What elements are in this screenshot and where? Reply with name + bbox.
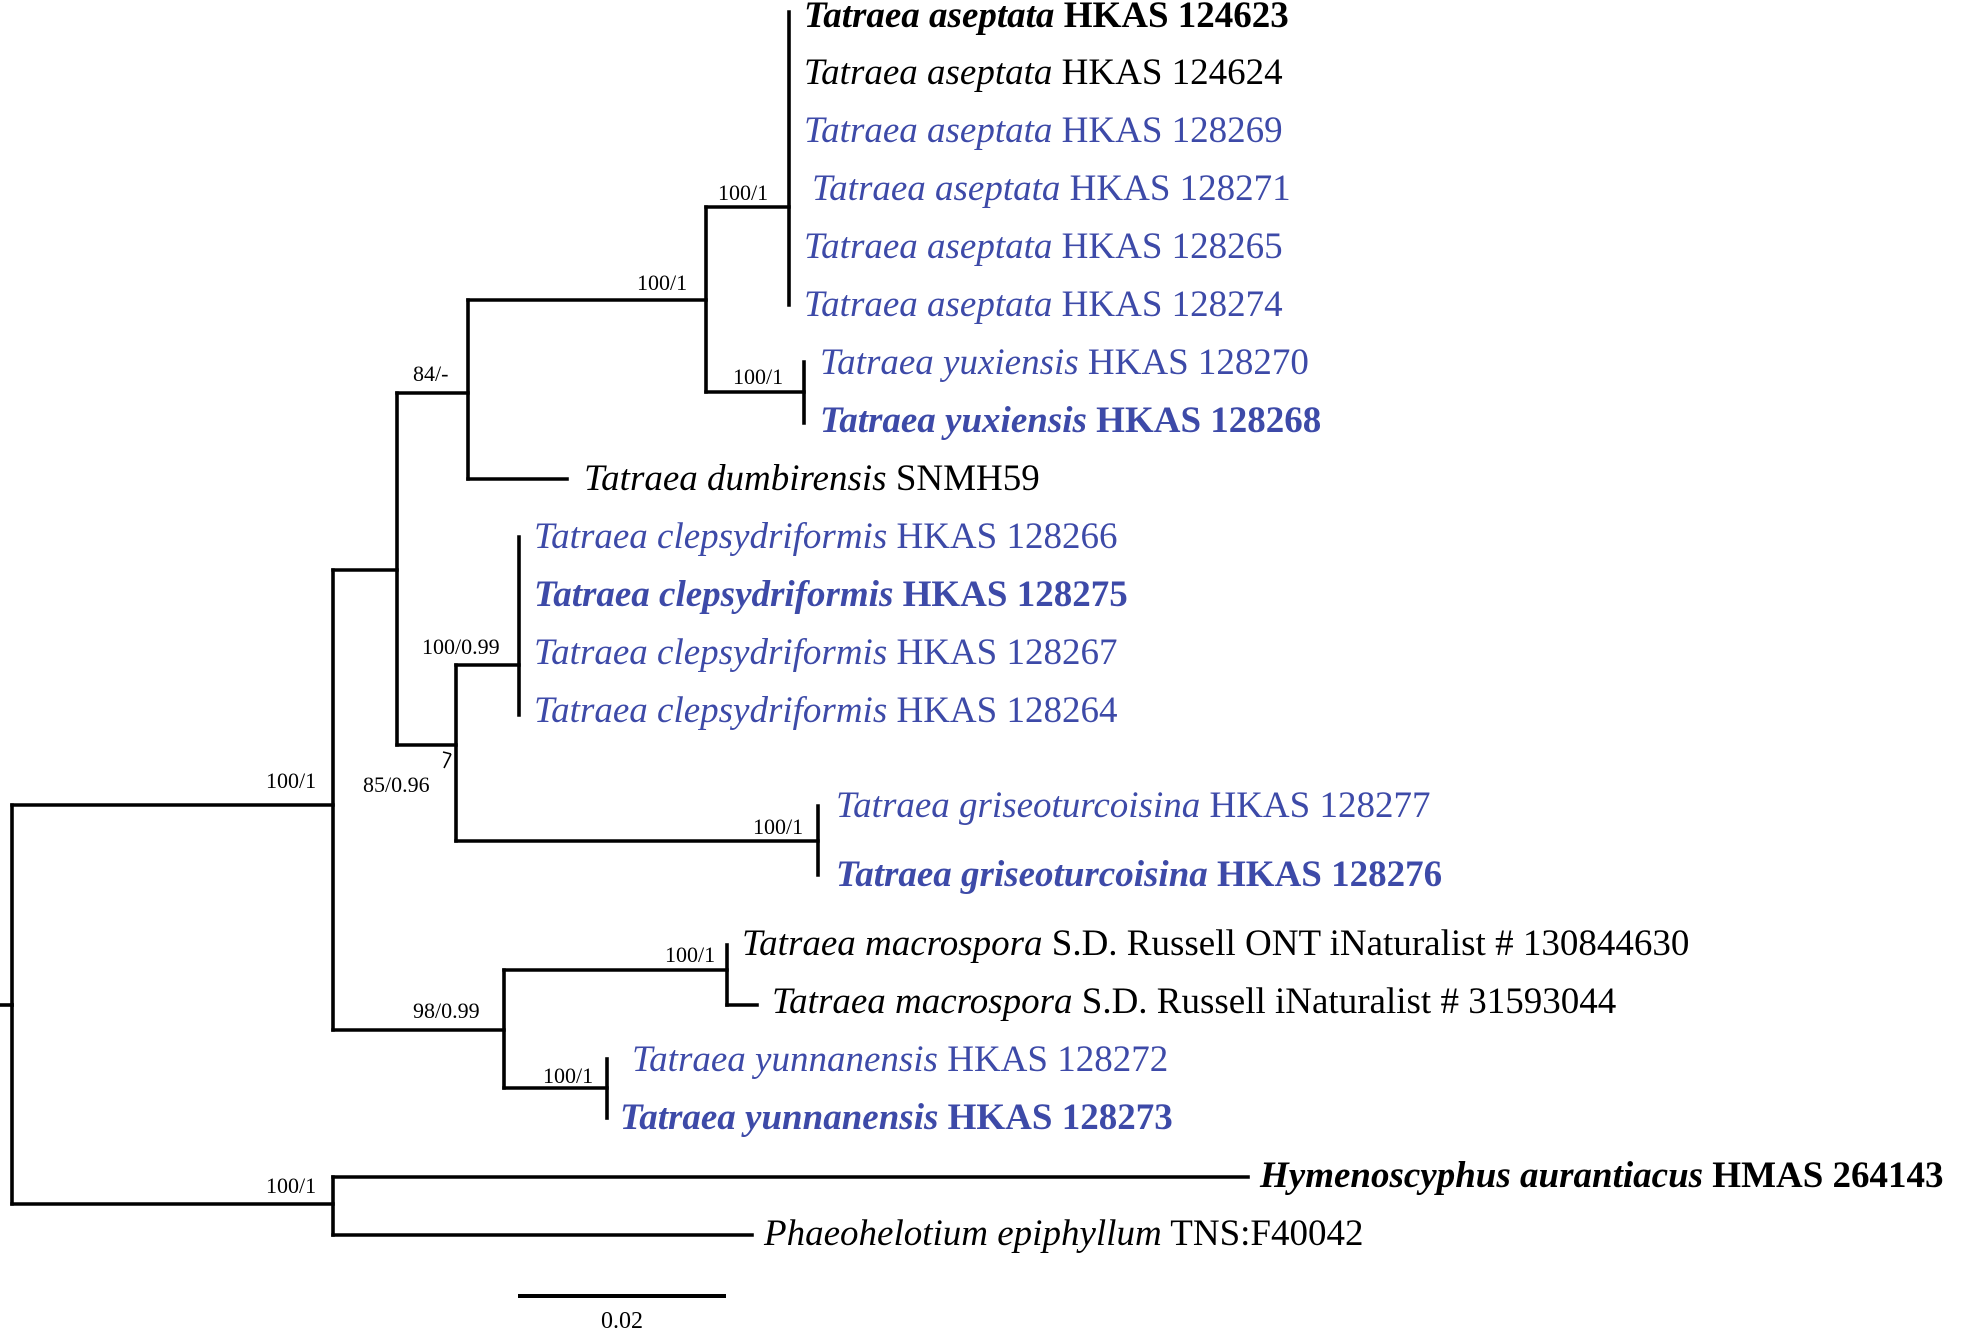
taxon-binomial: Phaeohelotium epiphyllum [763, 1213, 1162, 1254]
taxon-voucher: HKAS 128265 [1052, 226, 1282, 267]
support-value: 85/0.96 [363, 772, 430, 797]
scale-bar-label: 0.02 [601, 1308, 643, 1332]
taxon-voucher: HKAS 128269 [1052, 110, 1282, 151]
support-value: 84/- [413, 361, 448, 386]
support-value: 98/0.99 [413, 998, 480, 1023]
taxon-voucher: HKAS 128272 [938, 1039, 1168, 1080]
taxon-label: Tatraea dumbirensis SNMH59 [584, 458, 1040, 499]
taxon-voucher: HKAS 128274 [1052, 284, 1282, 325]
support-value: 100/1 [718, 180, 768, 205]
support-value: 100/1 [266, 768, 316, 793]
taxon-label: Tatraea yuxiensis HKAS 128270 [820, 342, 1309, 383]
taxon-binomial: Tatraea griseoturcoisina [836, 854, 1208, 895]
taxon-label: Tatraea clepsydriformis HKAS 128266 [534, 516, 1117, 557]
taxon-label: Tatraea clepsydriformis HKAS 128275 [534, 574, 1128, 615]
taxon-label: Hymenoscyphus aurantiacus HMAS 264143 [1259, 1155, 1944, 1196]
taxon-label: Tatraea aseptata HKAS 128274 [804, 284, 1283, 325]
taxon-binomial: Tatraea clepsydriformis [534, 574, 893, 615]
taxon-binomial: Tatraea yunnanensis [632, 1039, 938, 1080]
taxon-voucher: HKAS 128266 [887, 516, 1117, 557]
taxon-binomial: Tatraea dumbirensis [584, 458, 887, 499]
taxon-binomial: Tatraea clepsydriformis [534, 516, 887, 557]
taxon-binomial: Tatraea yunnanensis [620, 1097, 938, 1138]
taxon-binomial: Tatraea aseptata [804, 110, 1052, 151]
support-values: 100/1 100/1 100/1 84/- 100/0.99 85/0.96 … [266, 180, 803, 1198]
support-pointer-arrow [442, 751, 452, 769]
taxon-voucher: S.D. Russell ONT iNaturalist # 130844630 [1043, 923, 1690, 964]
taxon-label: Tatraea aseptata HKAS 128269 [804, 110, 1283, 151]
support-value: 100/1 [733, 364, 783, 389]
tree-branches [0, 10, 1250, 1237]
taxon-label: Tatraea griseoturcoisina HKAS 128277 [836, 785, 1430, 826]
taxon-voucher: HKAS 124623 [1054, 0, 1288, 36]
taxon-label: Tatraea yuxiensis HKAS 128268 [820, 400, 1321, 441]
taxon-binomial: Tatraea aseptata [804, 226, 1052, 267]
taxon-binomial: Tatraea aseptata [804, 284, 1052, 325]
taxon-binomial: Tatraea clepsydriformis [534, 690, 887, 731]
taxon-binomial: Tatraea aseptata [804, 52, 1052, 93]
taxon-voucher: HMAS 264143 [1703, 1155, 1944, 1196]
support-value: 100/1 [637, 270, 687, 295]
taxon-binomial: Hymenoscyphus aurantiacus [1259, 1155, 1703, 1196]
taxon-voucher: HKAS 128276 [1208, 854, 1442, 895]
taxon-label: Tatraea aseptata HKAS 128271 [812, 168, 1291, 209]
taxon-label: Tatraea yunnanensis HKAS 128272 [632, 1039, 1168, 1080]
taxon-voucher: HKAS 128275 [893, 574, 1127, 615]
taxon-voucher: S.D. Russell iNaturalist # 31593044 [1073, 981, 1617, 1022]
taxon-voucher: HKAS 128270 [1079, 342, 1309, 383]
taxon-voucher: HKAS 128264 [887, 690, 1117, 731]
taxon-voucher: HKAS 128268 [1087, 400, 1321, 441]
taxon-binomial: Tatraea clepsydriformis [534, 632, 887, 673]
taxon-voucher: HKAS 124624 [1052, 52, 1282, 93]
taxon-voucher: HKAS 128267 [887, 632, 1117, 673]
taxon-label: Phaeohelotium epiphyllum TNS:F40042 [763, 1213, 1364, 1254]
taxon-label: Tatraea griseoturcoisina HKAS 128276 [836, 854, 1442, 895]
taxon-labels: Tatraea aseptata HKAS 124623 Tatraea ase… [534, 0, 1944, 1254]
taxon-binomial: Tatraea yuxiensis [820, 400, 1087, 441]
taxon-label: Tatraea yunnanensis HKAS 128273 [620, 1097, 1173, 1138]
taxon-voucher: HKAS 128277 [1200, 785, 1430, 826]
taxon-voucher: HKAS 128273 [938, 1097, 1172, 1138]
taxon-voucher: SNMH59 [887, 458, 1040, 499]
taxon-label: Tatraea macrospora S.D. Russell ONT iNat… [742, 923, 1689, 964]
support-value: 100/1 [266, 1173, 316, 1198]
taxon-label: Tatraea macrospora S.D. Russell iNatural… [772, 981, 1616, 1022]
taxon-binomial: Tatraea macrospora [742, 923, 1043, 964]
taxon-binomial: Tatraea griseoturcoisina [836, 785, 1200, 826]
taxon-binomial: Tatraea macrospora [772, 981, 1073, 1022]
taxon-label: Tatraea clepsydriformis HKAS 128267 [534, 632, 1117, 673]
taxon-voucher: TNS:F40042 [1162, 1213, 1364, 1254]
taxon-voucher: HKAS 128271 [1060, 168, 1290, 209]
scale-bar: 0.02 [518, 1294, 726, 1332]
support-value: 100/0.99 [422, 634, 500, 659]
taxon-binomial: Tatraea aseptata [812, 168, 1060, 209]
taxon-label: Tatraea aseptata HKAS 128265 [804, 226, 1283, 267]
taxon-label: Tatraea clepsydriformis HKAS 128264 [534, 690, 1117, 731]
taxon-label: Tatraea aseptata HKAS 124624 [804, 52, 1283, 93]
support-value: 100/1 [543, 1063, 593, 1088]
taxon-binomial: Tatraea aseptata [804, 0, 1054, 36]
taxon-binomial: Tatraea yuxiensis [820, 342, 1079, 383]
taxon-label: Tatraea aseptata HKAS 124623 [804, 0, 1289, 36]
support-value: 100/1 [753, 814, 803, 839]
support-value: 100/1 [665, 942, 715, 967]
